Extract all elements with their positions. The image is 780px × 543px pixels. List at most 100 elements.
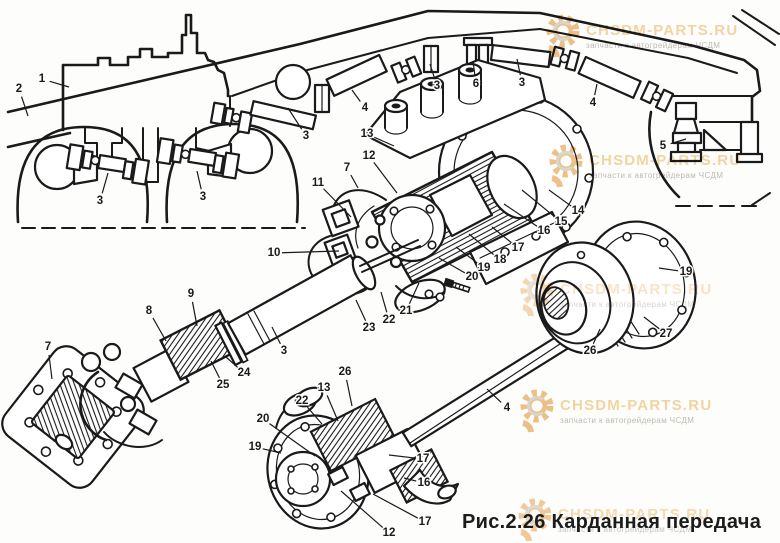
callout-number: 11 [312, 177, 325, 189]
callout-number: 4 [590, 97, 597, 109]
callout-leader [281, 250, 340, 254]
mount-bosses [383, 62, 483, 135]
callout-leader [548, 189, 572, 207]
callout-leader [262, 448, 282, 454]
callout-leader [455, 246, 478, 264]
callout-leader [350, 174, 359, 189]
center-flange-assembly [266, 386, 460, 530]
callout-leader [346, 379, 353, 407]
callout-leader [326, 395, 339, 422]
callout-number: 18 [494, 254, 507, 266]
callout-leader [210, 360, 220, 379]
front-flange [1, 345, 145, 489]
callout-leader [408, 282, 420, 304]
callout-leader [372, 493, 419, 519]
callout-number: 7 [344, 162, 350, 174]
callout-leader [472, 60, 476, 77]
drum-flange [535, 220, 697, 355]
callout-number: 6 [473, 78, 479, 90]
rear-driveshaft [401, 326, 581, 448]
callout-leader [592, 328, 601, 344]
callout-number: 19 [249, 441, 262, 453]
callout-number: 15 [555, 216, 568, 228]
callout-number: 9 [188, 288, 194, 300]
callout-number: 12 [383, 527, 396, 539]
callout-leader [196, 170, 202, 190]
callout-leader [403, 477, 417, 482]
top-plate [363, 58, 547, 160]
callout-number: 25 [217, 379, 230, 391]
callout-leader [20, 96, 29, 117]
callout-leader [323, 188, 352, 218]
callout-leader [658, 267, 679, 272]
callout-number: 3 [281, 345, 287, 357]
callout-number: 22 [383, 314, 396, 326]
callout-number: 26 [584, 345, 597, 357]
callout-leader [388, 454, 416, 459]
rear-wheel-arc [648, 110, 681, 199]
callout-leader [191, 301, 198, 327]
frame-circle [274, 63, 312, 101]
callout-number: 4 [362, 102, 369, 114]
callout-leader [287, 107, 303, 130]
callout-leader [670, 138, 687, 145]
callout-leader [152, 317, 167, 342]
callout-number: 5 [660, 140, 667, 152]
callout-number: 20 [466, 271, 479, 283]
callout-leader [101, 172, 109, 194]
callout-number: 19 [478, 262, 491, 274]
callout-leader [340, 490, 384, 529]
callout-number: 20 [257, 413, 270, 425]
callout-number: 19 [680, 266, 693, 278]
callout-leader [516, 58, 521, 76]
callout-number: 3 [200, 191, 206, 203]
callout-leader [306, 406, 323, 425]
callout-number: 17 [512, 242, 525, 254]
front-driveshaft [1, 239, 421, 489]
upper-driveline [209, 36, 703, 163]
callout-number: 3 [97, 195, 103, 207]
callout-leader [49, 80, 70, 88]
callout-number: 8 [146, 305, 153, 317]
front-u-joint [79, 342, 163, 448]
callout-number: 17 [419, 516, 432, 528]
callout-leader [355, 299, 367, 321]
callout-leader [521, 189, 556, 218]
callout-number: 7 [45, 341, 51, 353]
callout-leader [48, 354, 53, 380]
rear-axle-yoke [669, 101, 703, 163]
callout-number: 21 [400, 305, 413, 317]
callout-number: 17 [417, 453, 430, 465]
callout-number: 16 [538, 225, 551, 237]
callout-number: 22 [296, 395, 309, 407]
callout-leader [429, 63, 436, 79]
callout-number: 4 [504, 402, 511, 414]
axle-shaft-1 [65, 143, 150, 186]
callout-leader [594, 83, 598, 96]
callout-leader [503, 203, 538, 228]
callout-number: 3 [303, 130, 309, 142]
callout-leader [373, 162, 398, 194]
callout-leader [225, 356, 239, 369]
vehicle-schematic [6, 9, 780, 229]
figure-caption: Рис.2.26 Карданная передача [462, 511, 762, 533]
callout-leader [271, 326, 281, 345]
callout-number: 16 [418, 477, 431, 489]
callout-leader [643, 316, 661, 330]
callout-number: 23 [363, 322, 376, 334]
callout-leader [438, 257, 466, 274]
callout-number: 14 [572, 205, 585, 217]
callout-leader [351, 89, 361, 102]
callout-number: 10 [268, 247, 281, 259]
callout-number: 12 [363, 150, 376, 162]
callout-leader [491, 226, 513, 244]
axle-shaft-2 [155, 137, 241, 180]
bolt-and-washers [424, 277, 471, 302]
shaft-stub [359, 239, 421, 273]
callout-leader [486, 388, 502, 403]
callout-number: 3 [519, 77, 525, 89]
shaft-tube [226, 254, 370, 356]
callout-number: 3 [434, 80, 440, 92]
